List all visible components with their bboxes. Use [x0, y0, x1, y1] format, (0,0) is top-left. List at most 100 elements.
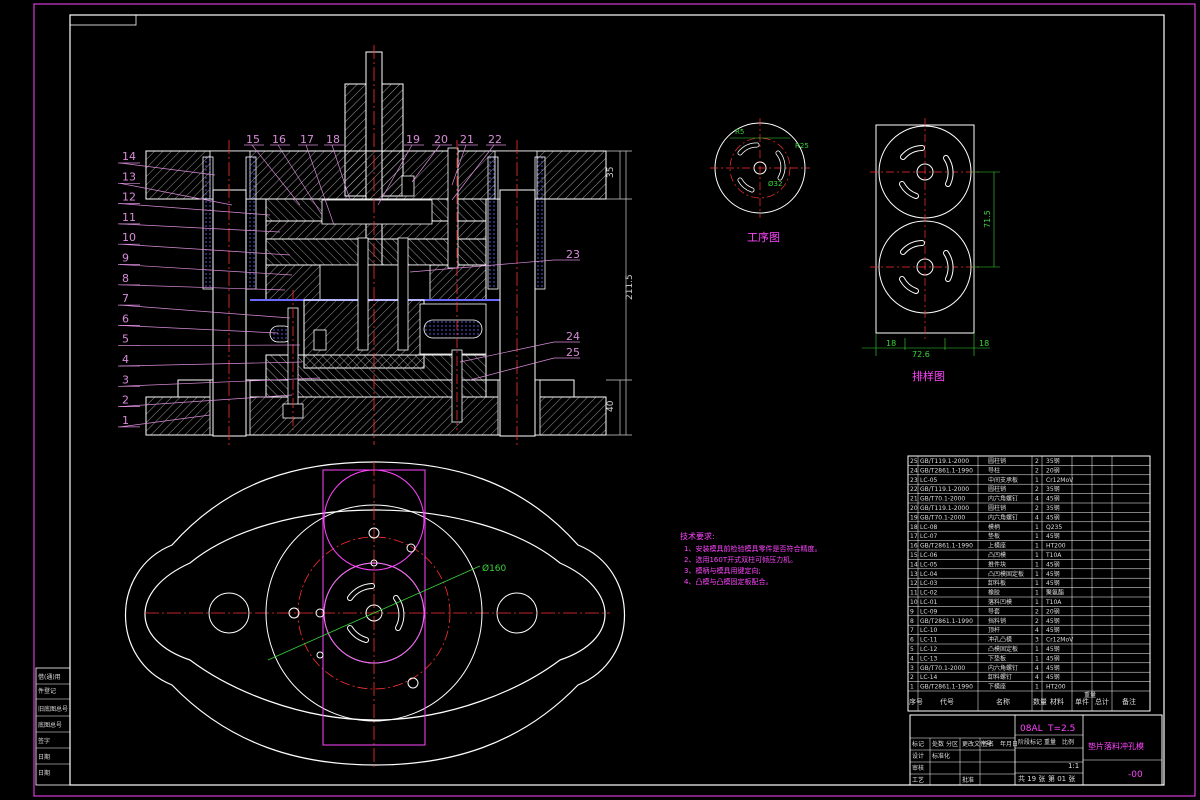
part-label-12: 12	[122, 191, 136, 204]
bom-cell: GB/T2861.1-1990	[920, 543, 973, 550]
bom-cell: 1	[1035, 561, 1039, 568]
note-item: 3、模柄与模具用键定向;	[684, 566, 761, 575]
bom-cell: 落料凹模	[988, 598, 1012, 606]
bom-cell: 1	[1035, 552, 1039, 559]
corner-box	[69, 14, 137, 26]
bom-cell: 35钢	[1046, 457, 1060, 465]
bom-cell: Q235	[1046, 524, 1062, 531]
title-block-cell: 分区	[946, 740, 958, 748]
dim-margin-left: 18	[886, 339, 896, 348]
note-item: 2、选用160T开式双柱可倾压力机。	[684, 555, 797, 564]
bom-header-cell: 备注	[1122, 697, 1136, 706]
dim-diameter: Ø160	[482, 563, 507, 574]
bom-cell: 35钢	[1046, 485, 1060, 493]
bom-cell: LC-10	[920, 627, 938, 634]
bom-cell: 15	[910, 552, 918, 559]
title-block-cell: 阶段标记	[1018, 738, 1042, 746]
bom-cell: 1	[1035, 524, 1039, 531]
fixed-plate	[265, 354, 487, 381]
notes-title: 技术要求:	[680, 531, 715, 541]
note-item: 1、安装模具前检验模具零件是否符合精度。	[684, 544, 821, 553]
part-label-9: 9	[122, 252, 129, 265]
bom-cell: 1	[1035, 646, 1039, 653]
bom-cell: 1	[1035, 684, 1039, 691]
part-label-10: 10	[122, 231, 136, 244]
bom-cell: 3	[910, 665, 914, 672]
left-strip-cell: 借(通)用	[38, 673, 61, 681]
part-label-2: 2	[122, 394, 129, 407]
drawing-title: 垫片落料冲孔模	[1088, 741, 1144, 751]
bom-header-cell: 序号	[909, 697, 923, 706]
process-r-large: R25	[795, 142, 809, 150]
part-label-23: 23	[566, 248, 580, 261]
bom-cell: 13	[910, 571, 918, 578]
bom-cell: 5	[910, 646, 914, 653]
guide-post-right	[499, 189, 536, 437]
title-block-cell: 比例	[1062, 738, 1074, 746]
bom-cell: 卸料板	[988, 579, 1006, 587]
bom-cell: 圆柱销	[988, 457, 1006, 465]
thickness: T=2.5	[1047, 724, 1075, 734]
bom-cell: 挡料销	[988, 617, 1006, 625]
bom-cell: 45钢	[1046, 654, 1060, 662]
guide-post-left	[212, 189, 247, 437]
bom-cell: 2	[1035, 467, 1039, 474]
bom-cell: 6	[910, 637, 914, 644]
bom-cell: 上模座	[988, 542, 1006, 550]
bom-cell: LC-12	[920, 646, 938, 653]
title-block-cell: 标准化	[932, 752, 950, 760]
part-label-6: 6	[122, 312, 129, 325]
left-strip-cell: 旧底图总号	[38, 705, 68, 713]
part-label-18: 18	[326, 133, 340, 146]
technical-notes: 技术要求: 1、安装模具前检验模具零件是否符合精度。 2、选用160T开式双柱可倾…	[680, 531, 821, 586]
bom-cell: 21	[910, 496, 918, 503]
bom-cell: GB/T119.1-2000	[920, 486, 969, 493]
bom-cell: 2	[1035, 458, 1039, 465]
bom-cell: 45钢	[1046, 560, 1060, 568]
lower-die-outline	[144, 509, 606, 721]
bom-cell: 20钢	[1046, 466, 1060, 474]
bom-cell: 内六角螺钉	[988, 513, 1018, 521]
bom-cell: 12	[910, 580, 918, 587]
bom-cell: LC-14	[920, 674, 938, 681]
bom-cell: LC-01	[920, 599, 938, 606]
part-label-3: 3	[122, 373, 129, 386]
bom-cell: 凸模固定板	[988, 645, 1018, 653]
bom-cell: 1	[1035, 477, 1039, 484]
bom-cell: 11	[910, 590, 918, 597]
bom-cell: 45钢	[1046, 673, 1060, 681]
bom-cell: T10A	[1045, 599, 1062, 606]
bom-cell: 35钢	[1046, 504, 1060, 512]
part-label-13: 13	[122, 170, 136, 183]
bom-cell: GB/T119.1-2000	[920, 505, 969, 512]
bom-cell: 1	[1035, 580, 1039, 587]
bom-cell: 9	[910, 608, 914, 615]
bom-header-cell: 材料	[1050, 697, 1064, 706]
bom-cell: 垫板	[988, 532, 1000, 540]
bom-cell: 1	[910, 684, 914, 691]
bom-cell: 下模座	[988, 683, 1006, 691]
bom-cell: 内六角螺钉	[988, 495, 1018, 503]
bom-cell: 45钢	[1046, 570, 1060, 578]
part-label-7: 7	[122, 292, 129, 305]
bom-cell: 23	[910, 477, 918, 484]
dimensions-vertical	[606, 150, 632, 436]
bom-cell: 7	[910, 627, 914, 634]
bom-cell: GB/T70.1-2000	[920, 496, 965, 503]
bom-cell: 1	[1035, 599, 1039, 606]
bom-cell: LC-07	[920, 533, 938, 540]
bom-cell: 卸料螺钉	[988, 673, 1012, 681]
bom-cell: 4	[1035, 627, 1039, 634]
part-label-24: 24	[566, 330, 580, 343]
dim-pitch: 71.5	[983, 210, 992, 228]
bom-header-cell: 单件	[1075, 697, 1089, 706]
bom-cell: 凸凹模固定板	[988, 570, 1024, 578]
bom-header-weight: 重量	[1084, 691, 1096, 699]
bom-cell: LC-03	[920, 580, 938, 587]
drawing-no: -00	[1128, 770, 1143, 780]
bom-cell: 4	[910, 655, 914, 662]
part-label-17: 17	[300, 133, 314, 146]
bom-cell: GB/T70.1-2000	[920, 514, 965, 521]
